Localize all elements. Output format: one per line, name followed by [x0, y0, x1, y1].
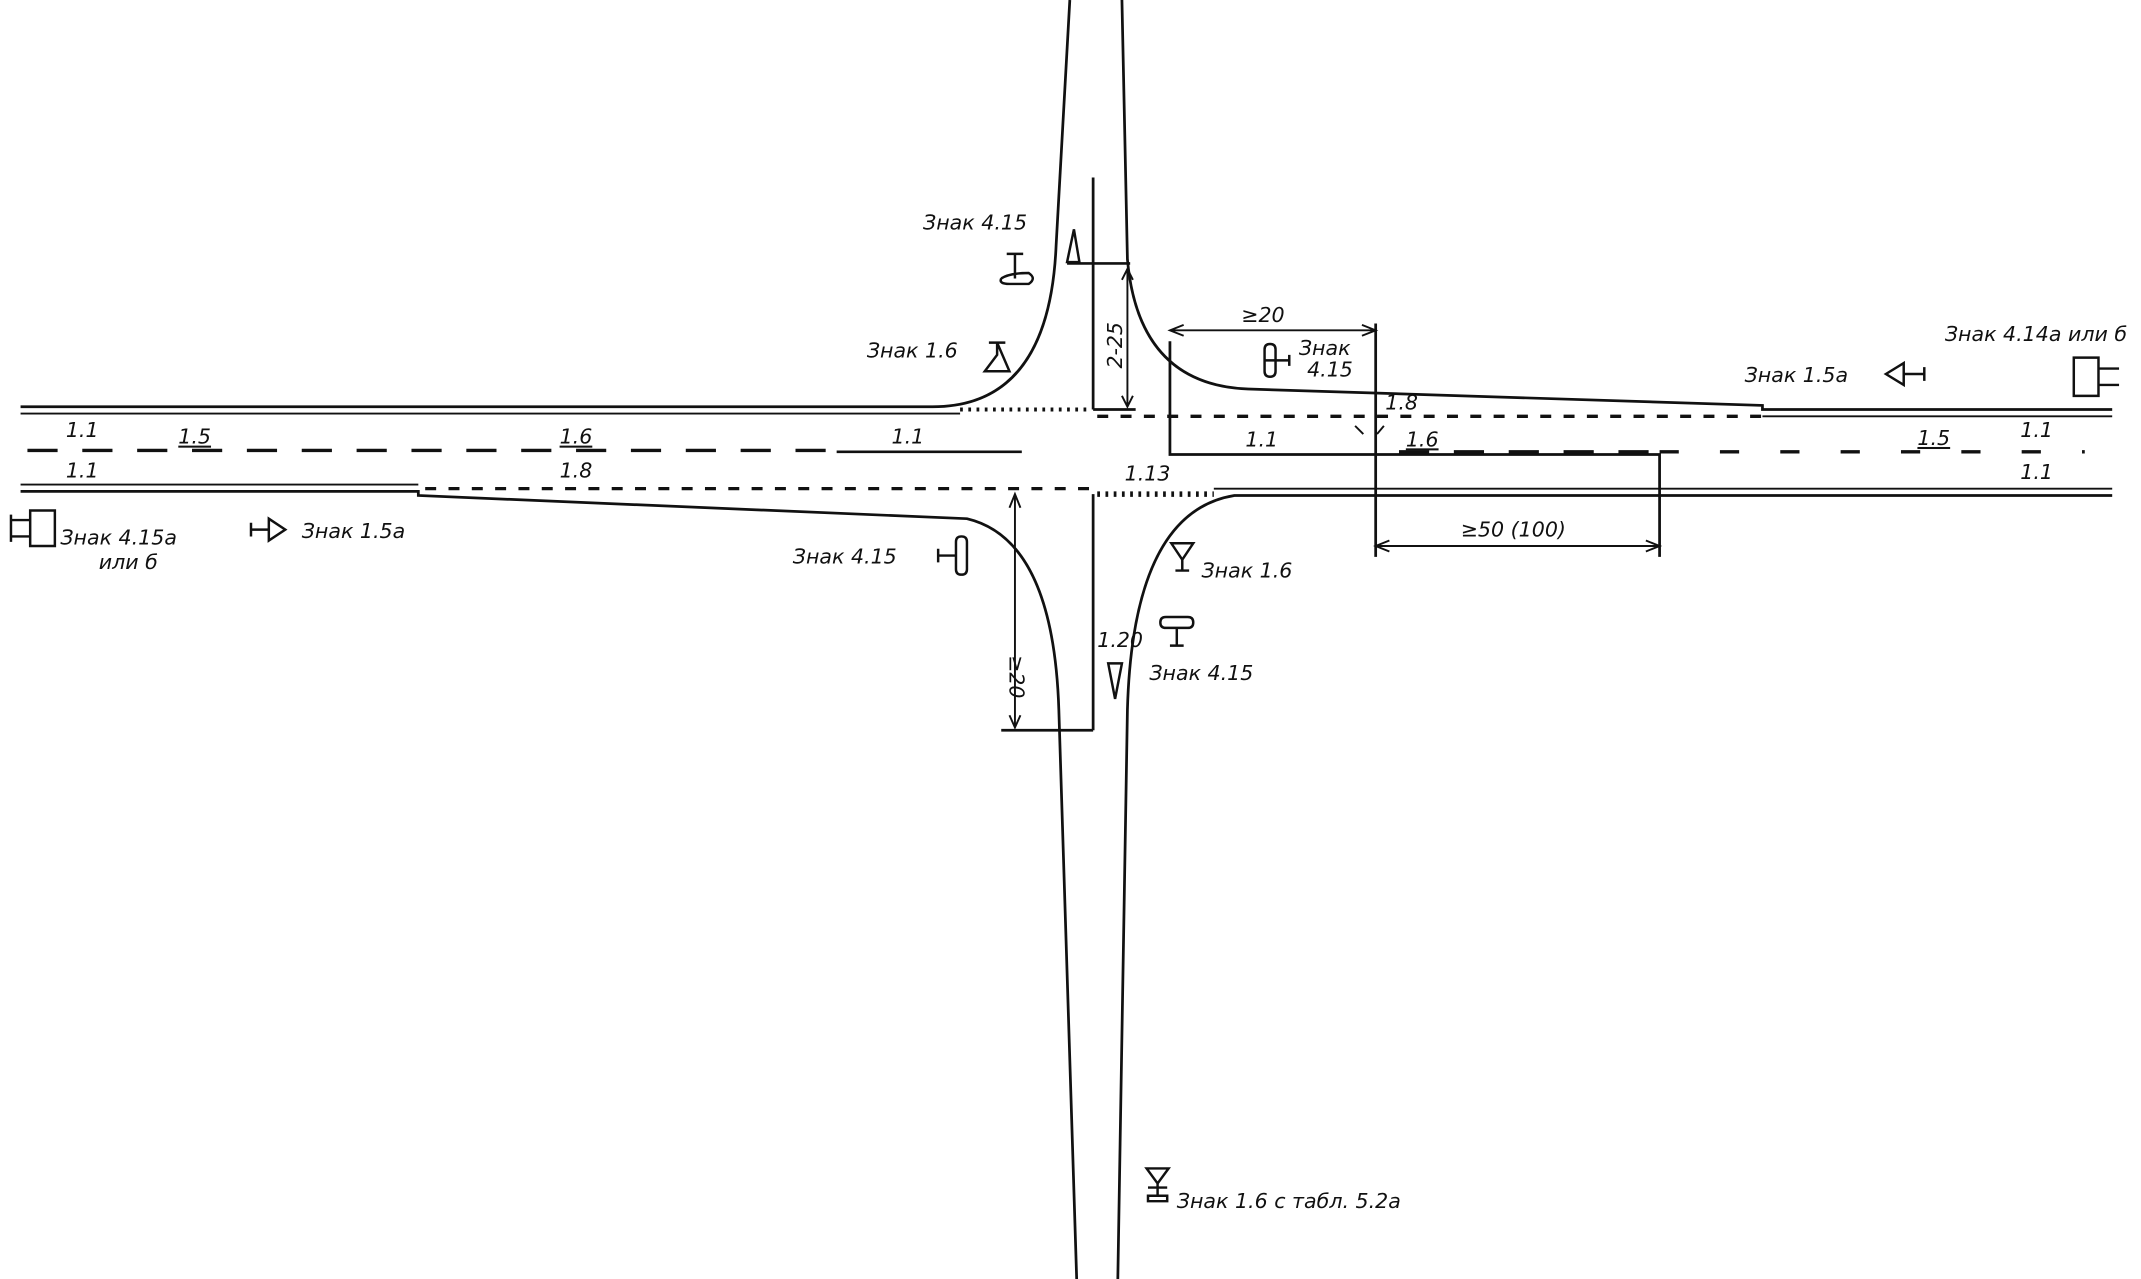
marking-label: 1.5	[178, 425, 211, 449]
sign-1-6-bottom-icon	[1169, 542, 1196, 572]
dimension-20-bottom-label: ≥20	[1004, 655, 1028, 698]
sign-label: 4.15	[1307, 358, 1353, 382]
marking-label: 1.6	[560, 425, 593, 449]
marking-label: 1.1	[66, 459, 99, 483]
edge-top-right	[1120, 0, 2113, 411]
sign-4-14-right-icon	[2072, 356, 2120, 398]
sign-label: Знак 4.15	[923, 210, 1027, 234]
tick-1-8	[1354, 425, 1385, 435]
dimension-20-bottom	[1008, 491, 1022, 730]
marking-label: 1.1	[2020, 418, 2053, 442]
sign-label: Знак 1.5а	[1745, 363, 1848, 387]
dimension-2-25-label: 2-25	[1103, 322, 1127, 368]
sign-1-20-icon	[1106, 662, 1124, 700]
sign-label: Знак 4.14а или б	[1945, 322, 2127, 346]
stop-line-top	[1067, 177, 1136, 411]
marking-label: 1.13	[1125, 462, 1171, 486]
sign-label: Знак 4.15	[793, 545, 897, 569]
sign-1-5a-left-icon	[249, 516, 288, 543]
marking-label: 1.8	[1385, 391, 1418, 415]
marking-label: 1.1	[66, 418, 99, 442]
sign-4-15-stop-icon	[1065, 229, 1081, 264]
marking-box-1-1	[1168, 323, 1661, 557]
sign-4-15-bottom-right-icon	[1159, 615, 1195, 647]
stop-line-bottom	[1001, 494, 1095, 732]
marking-label: 1.1	[1245, 427, 1278, 451]
marking-label: 1.5	[1917, 426, 1950, 450]
dimension-20-top	[1167, 323, 1379, 337]
sign-label: Знак	[1299, 336, 1351, 360]
edge-bottom-left	[20, 490, 1079, 1279]
sign-4-15-right-icon	[1263, 342, 1291, 378]
sign-4-15-top-icon	[999, 252, 1034, 286]
marking-label: 1.6	[1406, 427, 1439, 451]
sign-label: или б	[99, 550, 158, 574]
sign-label: Знак 1.6	[1201, 558, 1292, 582]
sign-label: Знак 1.6	[867, 339, 958, 363]
dimension-20-top-label: ≥20	[1241, 303, 1284, 327]
sign-1-5a-right-icon	[1883, 360, 1926, 388]
dimension-50-label: ≥50 (100)	[1461, 517, 1566, 541]
sign-label: Знак 1.5а	[302, 519, 405, 543]
sign-4-15a-left-icon	[9, 509, 57, 548]
sign-label: Знак 4.15	[1149, 661, 1253, 685]
sign-4-15-bottom-left-icon	[936, 535, 969, 576]
marking-label: 1.1	[892, 425, 925, 449]
sign-label: Знак 4.15а	[60, 526, 177, 550]
sign-1-6-table-icon	[1144, 1167, 1171, 1203]
marking-label: 1.20	[1097, 628, 1143, 652]
edge-top-left	[20, 0, 1072, 409]
sign-label: Знак 1.6 с табл. 5.2а	[1177, 1189, 1401, 1213]
dimension-2-25	[1121, 266, 1134, 409]
marking-label: 1.1	[2020, 460, 2053, 484]
sign-1-6-top-icon	[982, 341, 1012, 373]
road-edges	[20, 0, 2113, 1279]
edge-bottom-right	[1116, 494, 2113, 1279]
marking-label: 1.8	[560, 459, 593, 483]
dimension-50	[1373, 539, 1663, 553]
